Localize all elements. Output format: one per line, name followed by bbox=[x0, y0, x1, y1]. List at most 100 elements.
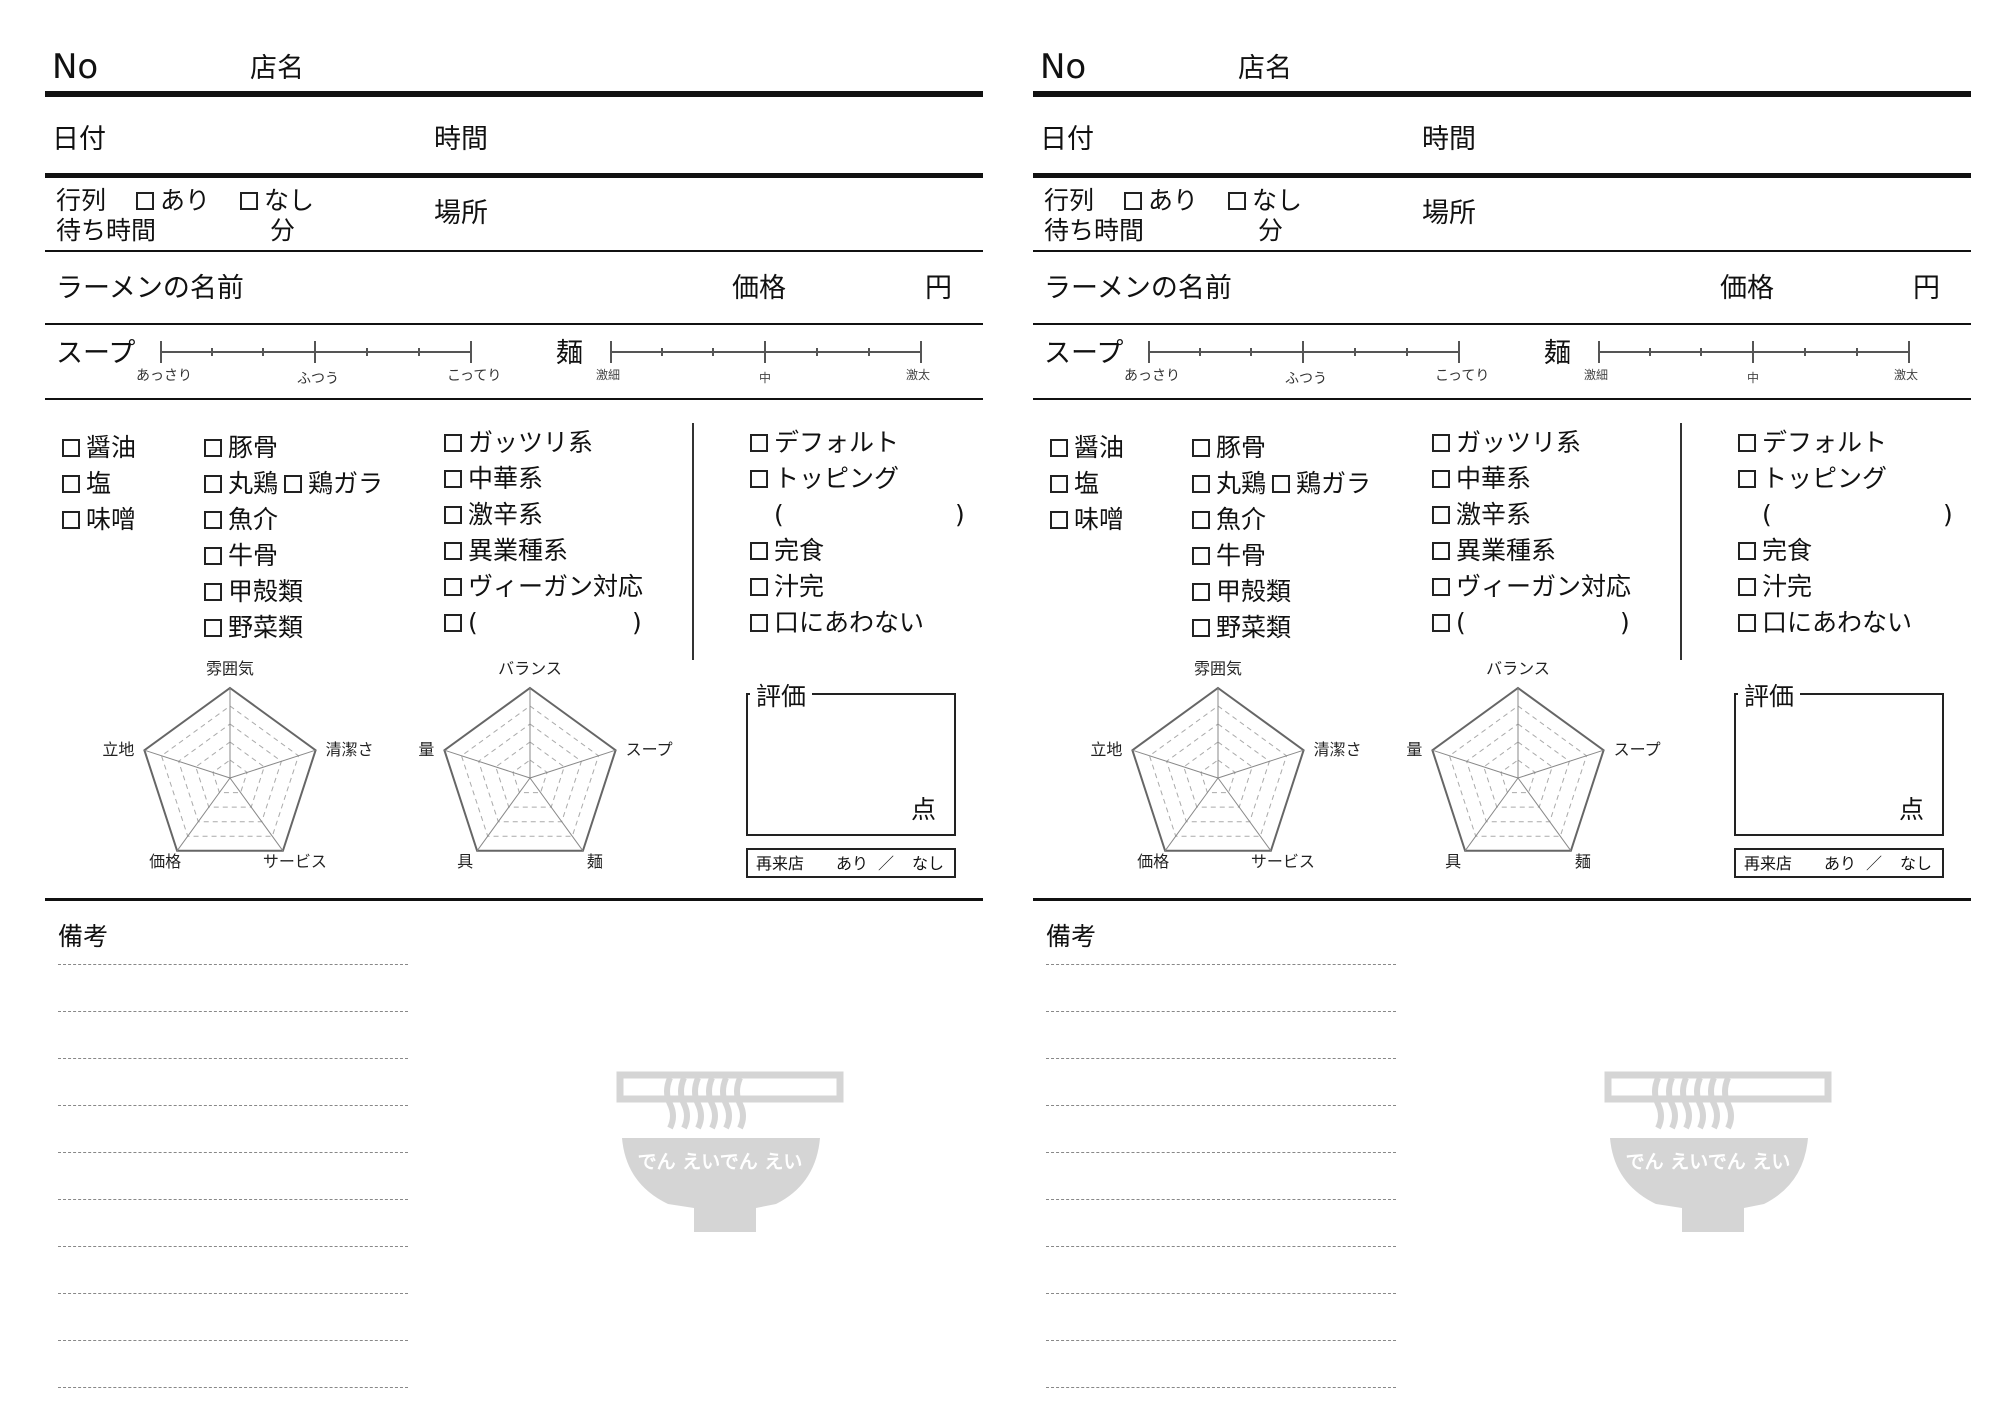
flavor-option[interactable]: 味噌 bbox=[1050, 507, 1124, 532]
note-line[interactable] bbox=[58, 1105, 408, 1106]
style-checkbox[interactable] bbox=[444, 578, 462, 596]
flavor-option[interactable]: 醤油 bbox=[62, 435, 136, 460]
note-line[interactable] bbox=[1046, 1293, 1396, 1294]
base-option[interactable]: 牛骨 bbox=[204, 543, 278, 568]
flavor-option[interactable]: 塩 bbox=[1050, 471, 1099, 496]
note-line[interactable] bbox=[58, 1199, 408, 1200]
base-checkbox[interactable] bbox=[1192, 475, 1210, 493]
order-option[interactable]: トッピング bbox=[1738, 466, 1887, 491]
base-option[interactable]: 甲殻類 bbox=[204, 579, 303, 604]
note-line[interactable] bbox=[58, 1152, 408, 1153]
base-checkbox[interactable] bbox=[204, 619, 222, 637]
flavor-checkbox[interactable] bbox=[1050, 439, 1068, 457]
revisit-box[interactable]: 再来店 あり ／ なし bbox=[1734, 848, 1944, 878]
queue-yes-checkbox[interactable] bbox=[135, 192, 154, 210]
flavor-checkbox[interactable] bbox=[1050, 511, 1068, 529]
style-other-option[interactable]: ( bbox=[1432, 610, 1466, 635]
order-checkbox[interactable] bbox=[750, 470, 768, 488]
order-checkbox[interactable] bbox=[750, 434, 768, 452]
note-line[interactable] bbox=[58, 1246, 408, 1247]
base-checkbox[interactable] bbox=[204, 583, 222, 601]
revisit-yes[interactable]: あり bbox=[836, 854, 869, 873]
style-option[interactable]: 異業種系 bbox=[1432, 538, 1556, 563]
order-option[interactable]: トッピング bbox=[750, 466, 899, 491]
style-option[interactable]: ガッツリ系 bbox=[444, 430, 593, 455]
revisit-no[interactable]: なし bbox=[1900, 854, 1933, 873]
queue-no-checkbox[interactable] bbox=[239, 192, 258, 210]
flavor-checkbox[interactable] bbox=[62, 511, 80, 529]
style-option[interactable]: 異業種系 bbox=[444, 538, 568, 563]
base-checkbox[interactable] bbox=[1192, 511, 1210, 529]
base-checkbox[interactable] bbox=[1192, 619, 1210, 637]
base-extra-checkbox[interactable] bbox=[284, 475, 303, 493]
note-line[interactable] bbox=[58, 1011, 408, 1012]
note-line[interactable] bbox=[1046, 1340, 1396, 1341]
base-checkbox[interactable] bbox=[204, 511, 222, 529]
note-line[interactable] bbox=[1046, 1199, 1396, 1200]
order-option[interactable]: デフォルト bbox=[750, 430, 899, 455]
style-checkbox[interactable] bbox=[444, 506, 462, 524]
flavor-option[interactable]: 醤油 bbox=[1050, 435, 1124, 460]
style-checkbox[interactable] bbox=[1432, 578, 1450, 596]
base-option[interactable]: 丸鶏鶏ガラ bbox=[204, 471, 383, 496]
note-line[interactable] bbox=[58, 1293, 408, 1294]
order-checkbox[interactable] bbox=[1738, 434, 1756, 452]
flavor-option[interactable]: 塩 bbox=[62, 471, 111, 496]
base-checkbox[interactable] bbox=[1192, 439, 1210, 457]
revisit-box[interactable]: 再来店 あり ／ なし bbox=[746, 848, 956, 878]
finish-checkbox[interactable] bbox=[1738, 542, 1756, 560]
note-line[interactable] bbox=[58, 1058, 408, 1059]
finish-option[interactable]: 完食 bbox=[1738, 538, 1812, 563]
rating-box[interactable]: 評価 点 bbox=[1734, 677, 1944, 836]
base-option[interactable]: 豚骨 bbox=[1192, 435, 1266, 460]
finish-option[interactable]: 完食 bbox=[750, 538, 824, 563]
base-checkbox[interactable] bbox=[204, 547, 222, 565]
base-checkbox[interactable] bbox=[1192, 547, 1210, 565]
style-checkbox[interactable] bbox=[1432, 542, 1450, 560]
noodle-scale[interactable] bbox=[1598, 341, 1910, 363]
finish-checkbox[interactable] bbox=[750, 578, 768, 596]
rating-box[interactable]: 評価 点 bbox=[746, 677, 956, 836]
noodle-scale[interactable] bbox=[610, 341, 922, 363]
base-option[interactable]: 魚介 bbox=[1192, 507, 1266, 532]
style-option[interactable]: 激辛系 bbox=[444, 502, 543, 527]
queue-no-checkbox[interactable] bbox=[1227, 192, 1246, 210]
flavor-checkbox[interactable] bbox=[1050, 475, 1068, 493]
finish-option[interactable]: 口にあわない bbox=[1738, 610, 1912, 635]
style-checkbox[interactable] bbox=[1432, 434, 1450, 452]
finish-option[interactable]: 汁完 bbox=[750, 574, 824, 599]
style-option[interactable]: 激辛系 bbox=[1432, 502, 1531, 527]
note-line[interactable] bbox=[1046, 1105, 1396, 1106]
flavor-option[interactable]: 味噌 bbox=[62, 507, 136, 532]
style-option[interactable]: 中華系 bbox=[1432, 466, 1531, 491]
note-line[interactable] bbox=[58, 1387, 408, 1388]
revisit-no[interactable]: なし bbox=[912, 854, 945, 873]
base-checkbox[interactable] bbox=[204, 439, 222, 457]
style-checkbox[interactable] bbox=[444, 542, 462, 560]
base-checkbox[interactable] bbox=[1192, 583, 1210, 601]
base-option[interactable]: 魚介 bbox=[204, 507, 278, 532]
finish-checkbox[interactable] bbox=[750, 542, 768, 560]
base-option[interactable]: 野菜類 bbox=[204, 615, 303, 640]
note-line[interactable] bbox=[1046, 1387, 1396, 1388]
base-option[interactable]: 丸鶏鶏ガラ bbox=[1192, 471, 1371, 496]
style-checkbox[interactable] bbox=[1432, 506, 1450, 524]
base-checkbox[interactable] bbox=[204, 475, 222, 493]
note-line[interactable] bbox=[58, 1340, 408, 1341]
style-option[interactable]: ヴィーガン対応 bbox=[444, 574, 643, 599]
finish-checkbox[interactable] bbox=[750, 614, 768, 632]
base-extra-checkbox[interactable] bbox=[1272, 475, 1291, 493]
style-option[interactable]: ガッツリ系 bbox=[1432, 430, 1581, 455]
style-checkbox[interactable] bbox=[444, 434, 462, 452]
revisit-yes[interactable]: あり bbox=[1824, 854, 1857, 873]
flavor-checkbox[interactable] bbox=[62, 475, 80, 493]
base-option[interactable]: 牛骨 bbox=[1192, 543, 1266, 568]
style-option[interactable]: 中華系 bbox=[444, 466, 543, 491]
note-line[interactable] bbox=[1046, 1011, 1396, 1012]
soup-scale[interactable] bbox=[160, 341, 472, 363]
order-checkbox[interactable] bbox=[1738, 470, 1756, 488]
finish-option[interactable]: 汁完 bbox=[1738, 574, 1812, 599]
